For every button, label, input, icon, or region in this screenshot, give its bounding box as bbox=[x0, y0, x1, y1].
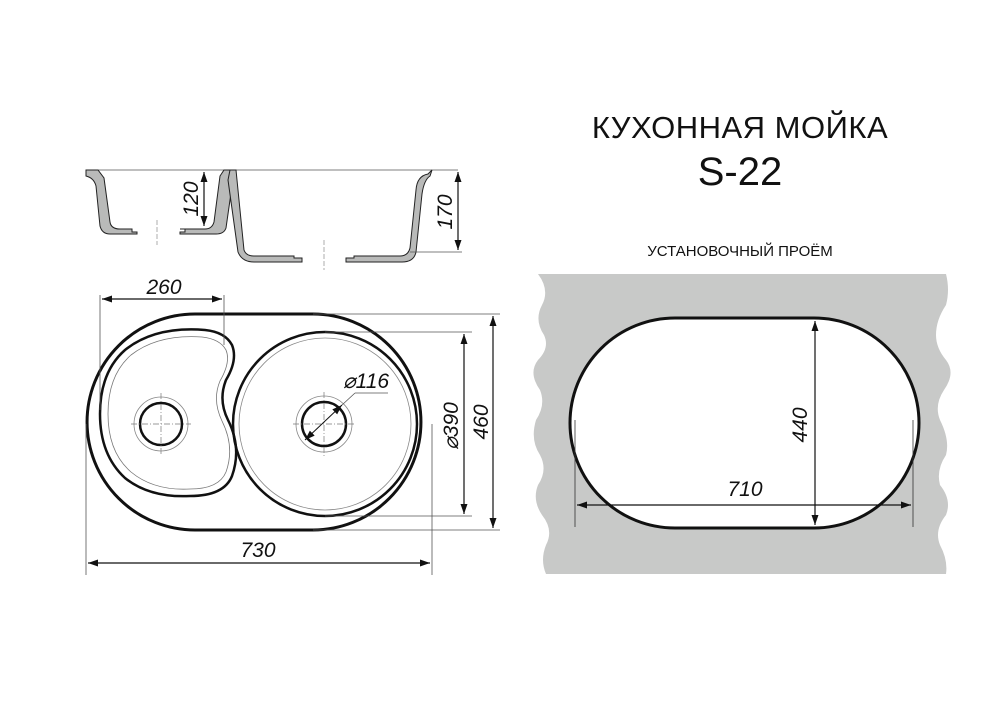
cutout-label: УСТАНОВОЧНЫЙ ПРОЁМ bbox=[647, 243, 833, 260]
drawing-title: КУХОННАЯ МОЙКА bbox=[591, 110, 889, 145]
cutout-depth-label: 440 bbox=[789, 407, 812, 442]
model-number: S-22 bbox=[697, 150, 783, 194]
plan-view bbox=[85, 295, 500, 575]
cutout-view bbox=[533, 274, 951, 574]
large-bowl-diameter-label: ⌀390 bbox=[440, 402, 463, 450]
section-view bbox=[85, 169, 462, 270]
cutout-width-label: 710 bbox=[727, 478, 762, 501]
large-bowl-depth-label: 170 bbox=[434, 194, 457, 229]
small-bowl-width-label: 260 bbox=[145, 276, 181, 299]
drain-diameter-label: ⌀116 bbox=[343, 370, 389, 393]
small-bowl-depth-label: 120 bbox=[180, 181, 203, 216]
overall-width-label: 730 bbox=[240, 539, 275, 562]
overall-depth-label: 460 bbox=[470, 404, 493, 439]
